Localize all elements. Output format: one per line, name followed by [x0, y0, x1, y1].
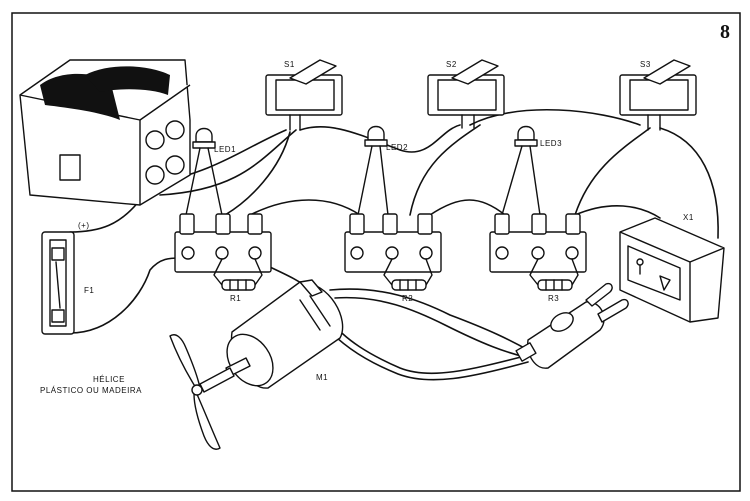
resistor-r3: R3	[529, 258, 579, 303]
power-plug	[515, 282, 629, 369]
switch-s2: S2	[427, 59, 505, 129]
battery-holder	[19, 59, 191, 206]
led-3-label: LED3	[540, 139, 562, 148]
resistor-r1: R1	[213, 258, 263, 303]
figure-number: 8	[720, 21, 730, 43]
led-3: LED3	[501, 125, 562, 216]
fuse-label: F1	[84, 286, 94, 295]
socket-x1-label: X1	[683, 213, 694, 222]
switch-s3: S3	[619, 59, 697, 131]
led-2: LED2	[357, 125, 408, 216]
terminal-strip-3	[489, 213, 587, 273]
motor-m1: M1	[199, 279, 344, 393]
propeller-label-line1: HÉLICE	[93, 375, 125, 384]
led-1-label: LED1	[214, 145, 236, 154]
switch-s1: S1	[265, 59, 343, 131]
wires	[69, 108, 719, 381]
propeller-label-line2: PLÁSTICO OU MADEIRA	[40, 386, 142, 395]
resistor-r1-label: R1	[230, 294, 241, 303]
socket-x1: X1	[619, 213, 725, 323]
led-1: LED1	[185, 127, 236, 216]
switch-s3-label: S3	[640, 60, 651, 69]
led-2-label: LED2	[386, 143, 408, 152]
resistor-r3-label: R3	[548, 294, 559, 303]
propeller	[169, 334, 221, 450]
diagram-frame	[11, 12, 741, 492]
fuse-polarity-label: (+)	[78, 221, 90, 230]
switch-s2-label: S2	[446, 60, 457, 69]
terminal-strip-2	[344, 213, 442, 273]
motor-m1-label: M1	[316, 373, 328, 382]
switch-s1-label: S1	[284, 60, 295, 69]
resistor-r2-label: R2	[402, 294, 413, 303]
resistor-r2: R2	[383, 258, 433, 303]
fuse-f1: (+) F1	[41, 221, 94, 335]
